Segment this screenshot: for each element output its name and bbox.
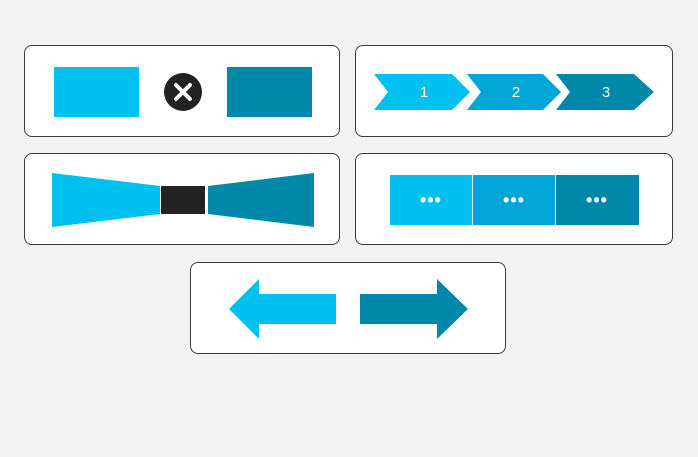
chevron-step-3 bbox=[556, 74, 654, 110]
segmented-bar-graphic: ••• ••• ••• bbox=[390, 175, 639, 225]
bowtie-center-knot bbox=[161, 186, 205, 214]
chevron-step-1-label: 1 bbox=[420, 84, 428, 101]
chevron-step-1 bbox=[374, 74, 470, 110]
chevron-step-2-label: 2 bbox=[512, 84, 520, 101]
left-block bbox=[54, 67, 139, 117]
chevron-step-2 bbox=[467, 74, 561, 110]
segment-3 bbox=[556, 175, 639, 225]
card-chevron-process: 1 2 3 bbox=[355, 45, 673, 137]
chevron-step-3-label: 3 bbox=[602, 84, 610, 101]
ellipsis-icon: ••• bbox=[420, 190, 442, 210]
segment-2 bbox=[473, 175, 555, 225]
bowtie-graphic bbox=[52, 173, 314, 227]
chevron-process-graphic: 1 2 3 bbox=[374, 74, 654, 110]
ellipsis-icon: ••• bbox=[586, 190, 608, 210]
bowtie-right-wing bbox=[208, 173, 314, 227]
opposing-arrows-graphic bbox=[229, 279, 468, 339]
bowtie-left-wing bbox=[52, 173, 160, 227]
right-block bbox=[227, 67, 312, 117]
card-opposing-arrows bbox=[190, 262, 506, 354]
segment-1 bbox=[390, 175, 472, 225]
arrow-left-icon bbox=[229, 279, 336, 339]
card-segmented-bar: ••• ••• ••• bbox=[355, 153, 673, 245]
blocks-with-close-graphic bbox=[54, 67, 312, 117]
arrow-right-icon bbox=[360, 279, 468, 339]
card-blocks-with-close bbox=[24, 45, 340, 137]
card-bowtie bbox=[24, 153, 340, 245]
ellipsis-icon: ••• bbox=[503, 190, 525, 210]
close-icon bbox=[164, 73, 202, 111]
